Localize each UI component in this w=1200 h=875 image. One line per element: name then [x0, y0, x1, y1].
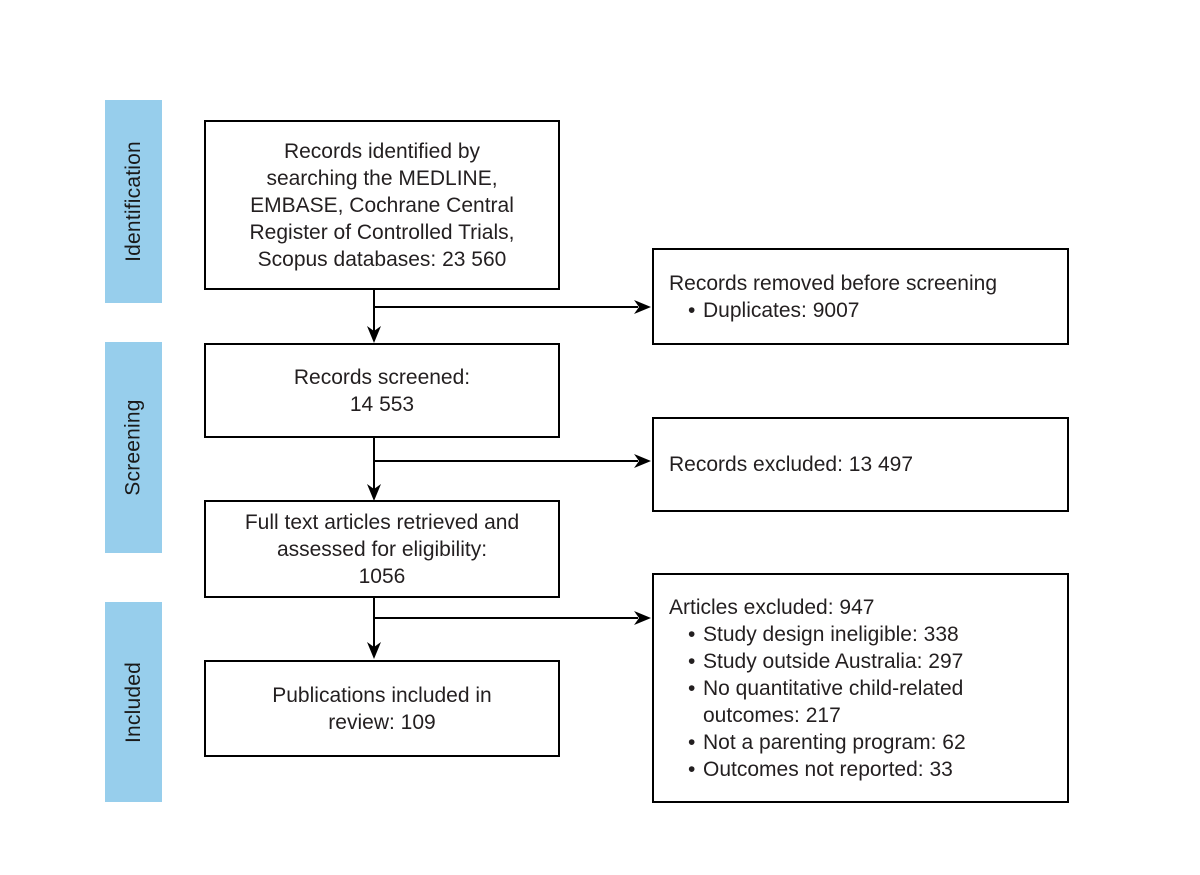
records-screened-text: Records screened: 14 553 — [293, 365, 471, 416]
bullet-item: • Outcomes not reported: 33 — [688, 756, 1055, 783]
bullet-icon: • — [688, 649, 696, 673]
articles-excluded-title: Articles excluded: 947 — [669, 595, 875, 619]
stage-bar-identification: Identification — [105, 100, 162, 303]
records-excluded-title: Records excluded: 13 497 — [669, 453, 913, 476]
records-identified-text: Records identified by searching the MEDL… — [249, 139, 515, 271]
fulltext-assessed-text: Full text articles retrieved and assesse… — [244, 510, 520, 588]
exclusion-box-records-removed: Records removed before screening • Dupli… — [652, 248, 1069, 345]
bullet-text-duplicates: Duplicates: 9007 — [703, 298, 860, 322]
exclusion-box-records-excluded: Records excluded: 13 497 — [652, 417, 1069, 512]
flow-box-fulltext-assessed: Full text articles retrieved and assesse… — [204, 500, 560, 598]
bullet-text-no-quantitative: No quantitative child-related outcomes: … — [703, 676, 964, 727]
bullet-item: • Study design ineligible: 338 — [688, 621, 1055, 648]
publications-included-text: Publications included in review: 109 — [272, 683, 492, 734]
bullet-text-outcomes-not-reported: Outcomes not reported: 33 — [703, 757, 953, 781]
arrowhead-down-included — [367, 642, 381, 659]
flow-box-records-identified: Records identified by searching the MEDL… — [204, 120, 560, 290]
arrowhead-right-articles-excluded — [634, 611, 651, 625]
stage-bar-screening: Screening — [105, 342, 162, 553]
bullet-icon: • — [688, 730, 696, 754]
bullet-item: • Duplicates: 9007 — [688, 297, 1055, 324]
flow-box-records-screened: Records screened: 14 553 — [204, 343, 560, 438]
flow-box-publications-included: Publications included in review: 109 — [204, 660, 560, 757]
arrowhead-right-removed — [634, 300, 651, 314]
records-removed-title: Records removed before screening — [669, 271, 998, 295]
arrowhead-right-records-excluded — [634, 454, 651, 468]
bullet-icon: • — [688, 757, 696, 781]
bullet-text-study-design: Study design ineligible: 338 — [703, 622, 959, 646]
bullet-item: • Not a parenting program: 62 — [688, 729, 1055, 756]
bullet-item: • Study outside Australia: 297 — [688, 648, 1055, 675]
arrowhead-down-screened — [367, 326, 381, 343]
bullet-text-not-parenting: Not a parenting program: 62 — [703, 730, 966, 754]
stage-label-identification: Identification — [122, 141, 145, 262]
bullet-text-outside-australia: Study outside Australia: 297 — [703, 649, 964, 673]
exclusion-box-articles-excluded: Articles excluded: 947 • Study design in… — [652, 573, 1069, 803]
stage-label-screening: Screening — [122, 399, 145, 496]
bullet-item: • No quantitative child-related outcomes… — [688, 675, 1055, 729]
stage-label-included: Included — [122, 661, 145, 743]
bullet-icon: • — [688, 676, 696, 700]
arrowhead-down-fulltext — [367, 484, 381, 501]
stage-bar-included: Included — [105, 602, 162, 802]
bullet-icon: • — [688, 622, 696, 646]
bullet-icon: • — [688, 298, 696, 322]
